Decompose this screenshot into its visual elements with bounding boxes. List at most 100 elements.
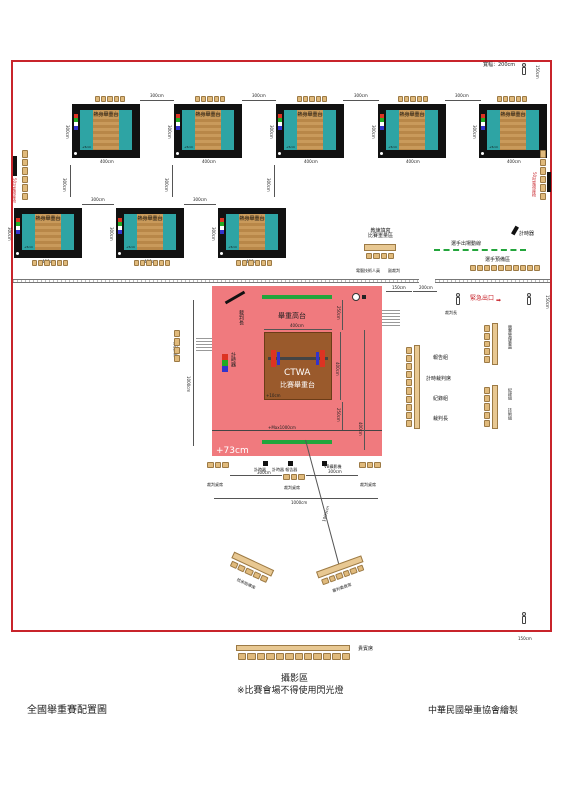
- dim-150-side: 150cm: [545, 295, 550, 309]
- dimension-line: [342, 402, 343, 430]
- dimension-line: [364, 330, 365, 450]
- tv-screen: [13, 156, 17, 176]
- stage-width-label: 400cm: [290, 323, 304, 328]
- platform-mark-label: +5cm: [24, 245, 33, 249]
- no-flash-notice: ※比賽會場不得使用閃光燈: [237, 686, 344, 696]
- plate-rack-icon: [118, 218, 122, 234]
- gap-label: 300cm: [164, 178, 169, 192]
- warmup-platform-label: 熱身舉重台: [297, 112, 323, 118]
- fence-line: [435, 279, 550, 283]
- platform-mark-label: +5cm: [388, 145, 397, 149]
- warmup-platform-label: 熱身舉重台: [137, 216, 163, 222]
- gap-label: 300cm: [193, 197, 207, 202]
- warmup-platform-label: 熱身舉重台: [500, 112, 526, 118]
- entrance-dim-label: 150cm: [535, 65, 540, 79]
- chalk-bowl-icon: [74, 152, 77, 155]
- vb-camera-label: VB攝影機: [324, 464, 342, 469]
- platform-height-label: 300cm: [167, 125, 172, 139]
- chair-row: [470, 265, 540, 271]
- stage-len-label: +Max1000cm: [268, 425, 296, 430]
- barbell-plate-left-inner: [277, 352, 280, 365]
- dim-300b: 300cm: [328, 469, 342, 474]
- gap-label: 300cm: [150, 93, 164, 98]
- height-marker-label: +73cm: [216, 446, 249, 456]
- warmup-platform: 熱身舉重台 +5cm: [116, 208, 184, 258]
- dim-150-label: 150cm: [392, 285, 406, 290]
- plate-rack-icon: [278, 114, 282, 130]
- warmup-platform: 熱身舉重台+5cm: [218, 208, 286, 258]
- chair-row: [297, 96, 328, 102]
- jury-label: 裁判長: [433, 416, 449, 422]
- coach-area-label: 教練填寫 比賽重量區: [368, 228, 394, 239]
- board-mid-label: 計時器 報告器: [272, 467, 298, 472]
- chair-row: [238, 653, 351, 660]
- dim-1000-bottom: 1000cm: [291, 500, 308, 505]
- chair-row: [236, 260, 273, 266]
- side-mark-label: +10cm: [266, 393, 281, 398]
- platform-mark-label: +5cm: [228, 245, 237, 249]
- plate-rack-icon: [16, 218, 20, 234]
- vice-referee-label: 副裁判: [388, 268, 400, 273]
- dim-400-right: 400cm: [335, 362, 340, 376]
- platform-mark-label: +5cm: [184, 145, 193, 149]
- stand-edge-line: [212, 430, 382, 431]
- platform-height-label: 300cm: [65, 125, 70, 139]
- venue-boundary: [11, 60, 552, 632]
- emergency-exit-label: 緊急出口: [470, 295, 495, 302]
- ctwa-logo-text: CTWA: [284, 368, 311, 378]
- chalk-bowl-icon: [16, 252, 19, 255]
- warmup-platform-label: 熱身舉重台: [35, 216, 61, 222]
- athlete-path-line: [434, 249, 526, 251]
- tv-screen: [547, 172, 551, 192]
- stairs: [196, 338, 212, 352]
- clock-display: [222, 354, 228, 372]
- barbell-bar: [268, 357, 328, 360]
- platform-mark-label: +5cm: [286, 145, 295, 149]
- chair-row: [195, 96, 226, 102]
- timekeeper-label: 計時裁判席: [426, 376, 452, 382]
- dim-300a: 300cm: [257, 470, 271, 475]
- warmup-platform-label: 熱身舉重台: [195, 112, 221, 118]
- green-line: [262, 295, 332, 299]
- dimension-line: [274, 165, 275, 197]
- chalk-bowl-icon: [220, 252, 223, 255]
- camera-icon: [352, 293, 360, 301]
- diagram-title: 全國舉重賽配置圖: [27, 705, 107, 716]
- right-group3-label: 技術組: [508, 408, 513, 420]
- platform-width-label: 400cm: [507, 159, 521, 164]
- athlete-path-label: 選手出場動線: [451, 241, 482, 247]
- platform-width-label: 400cm: [304, 159, 318, 164]
- platform-height-label: 300cm: [472, 125, 477, 139]
- right-group1-label: 競賽管理委員: [508, 325, 513, 349]
- device-icon: [362, 295, 366, 299]
- platform-height-label: 300cm: [371, 125, 376, 139]
- stairs: [382, 310, 400, 326]
- credit-label: 中華民國舉重協會繪製: [428, 706, 519, 716]
- platform-mark-label: +5cm: [126, 245, 135, 249]
- tv-seats-right-label: 50吋電視座椅: [532, 172, 537, 198]
- platform-width-label: 400cm: [100, 159, 114, 164]
- dimension-line: [242, 100, 276, 101]
- camera-device: [322, 461, 327, 466]
- dim-200-label: 200cm: [419, 285, 433, 290]
- gap-label: 300cm: [62, 178, 67, 192]
- platform-width-label: 400cm: [406, 159, 420, 164]
- dimension-line: [386, 291, 412, 292]
- gap-label: 300cm: [354, 93, 368, 98]
- vip-desk: [236, 645, 350, 651]
- plate-rack-icon: [176, 114, 180, 130]
- dimension-line: [70, 165, 71, 197]
- dimension-line: [230, 475, 282, 476]
- fence-line: [13, 279, 419, 283]
- board-device: [288, 461, 293, 466]
- record-label: 紀錄組: [433, 396, 449, 402]
- chair-column: [484, 387, 490, 428]
- gap-label: 300cm: [266, 178, 271, 192]
- chalk-bowl-icon: [278, 152, 281, 155]
- dimension-line: [140, 100, 174, 101]
- chalk-bowl-icon: [118, 252, 121, 255]
- chalk-bowl-icon: [481, 152, 484, 155]
- warmup-platform: 熱身舉重台+5cm: [378, 104, 446, 158]
- chair-row: [134, 260, 171, 266]
- board-left-label: 計時器: [254, 467, 266, 472]
